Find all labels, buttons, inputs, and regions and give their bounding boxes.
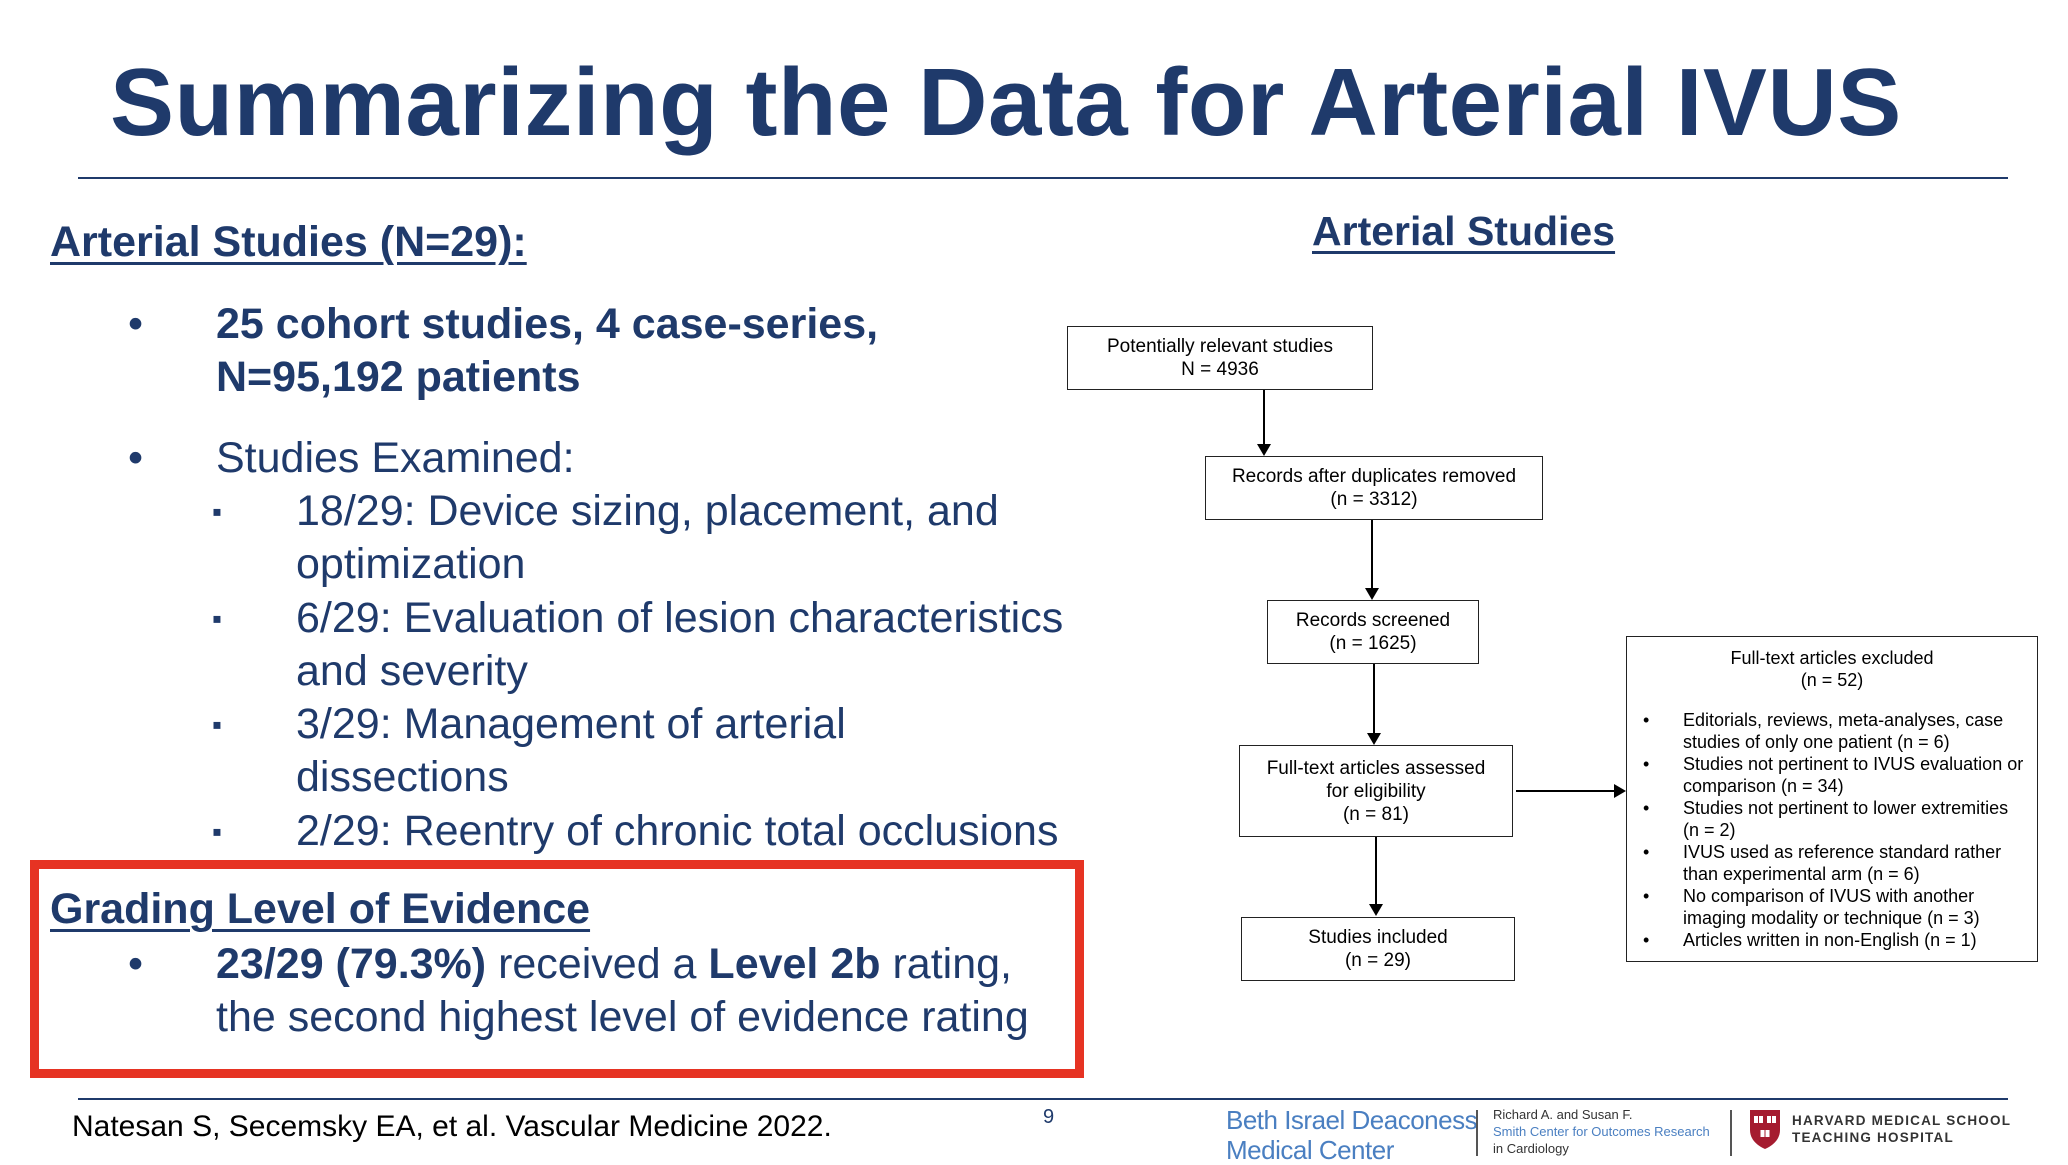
excluded-heading: Full-text articles excluded (n = 52) bbox=[1627, 647, 2037, 691]
flow-box-potentially-relevant: Potentially relevant studies N = 4936 bbox=[1067, 326, 1373, 390]
arrow-down-icon bbox=[1365, 588, 1379, 600]
bullet-mark: • bbox=[128, 434, 144, 482]
exclusion-reason: Studies not pertinent to IVUS evaluation… bbox=[1683, 754, 2024, 796]
footer-divider bbox=[78, 1098, 2008, 1100]
flow-box-line: (n = 1625) bbox=[1329, 633, 1417, 654]
exclusion-reason: Articles written in non-English (n = 1) bbox=[1683, 930, 1977, 950]
grading-received: received a bbox=[486, 940, 709, 988]
flow-box-line: for eligibility bbox=[1326, 780, 1426, 802]
evidence-highlight-box bbox=[30, 860, 1084, 1078]
exclusion-list: • Editorials, reviews, meta-analyses, cas… bbox=[1627, 709, 2037, 951]
list-item: • Studies not pertinent to IVUS evaluatio… bbox=[1627, 753, 2037, 797]
square-bullet-icon: ▪ bbox=[212, 496, 222, 527]
flow-box-line: Potentially relevant studies bbox=[1106, 336, 1333, 357]
title-divider bbox=[78, 177, 2008, 179]
flow-arrow-line bbox=[1516, 790, 1614, 792]
flow-box-after-duplicates: Records after duplicates removed (n = 33… bbox=[1205, 456, 1543, 520]
logo-separator bbox=[1476, 1110, 1478, 1156]
flow-arrow-line bbox=[1371, 520, 1373, 588]
hms-logo-text: HARVARD MEDICAL SCHOOL TEACHING HOSPITAL bbox=[1792, 1112, 2011, 1146]
bullet-mark: • bbox=[1643, 930, 1650, 950]
grading-level: Level 2b bbox=[708, 940, 881, 988]
flow-box-line: (n = 3312) bbox=[1330, 489, 1418, 510]
flowchart-title: Arterial Studies bbox=[1312, 208, 1616, 254]
subbullet-text: 6/29: Evaluation of lesion characteristi… bbox=[296, 594, 1064, 642]
smith-logo-line: in Cardiology bbox=[1493, 1141, 1569, 1156]
list-item: • Studies not pertinent to lower extremit… bbox=[1627, 797, 2037, 841]
flow-box-full-text-assessed: Full-text articles assessed for eligibil… bbox=[1239, 745, 1513, 837]
bullet-text: Studies Examined: bbox=[216, 434, 575, 482]
exclusion-reason: Editorials, reviews, meta-analyses, case… bbox=[1683, 710, 2004, 752]
exclusion-reason: IVUS used as reference standard rather t… bbox=[1683, 842, 2002, 884]
excluded-count: (n = 52) bbox=[1800, 670, 1864, 690]
page-number: 9 bbox=[1043, 1106, 1055, 1128]
exclusion-reason: Studies not pertinent to lower extremiti… bbox=[1683, 798, 2009, 840]
slide-title: Summarizing the Data for Arterial IVUS bbox=[110, 49, 1902, 156]
hms-logo: HARVARD MEDICAL SCHOOL TEACHING HOSPITAL bbox=[1748, 1107, 2011, 1151]
smith-logo-line: Richard A. and Susan F. bbox=[1493, 1107, 1633, 1122]
subbullet-text: and severity bbox=[296, 647, 528, 695]
flow-arrow-line bbox=[1373, 664, 1375, 743]
flow-box-line: N = 4936 bbox=[1181, 359, 1259, 380]
list-item: • IVUS used as reference standard rather … bbox=[1627, 841, 2037, 885]
logo-separator bbox=[1730, 1110, 1732, 1156]
bidmc-logo: Beth Israel Deaconess Medical Center bbox=[1226, 1105, 1478, 1165]
smith-center-logo: Richard A. and Susan F. Smith Center for… bbox=[1493, 1106, 1710, 1157]
bullet-mark: • bbox=[128, 300, 144, 348]
hms-logo-line: HARVARD MEDICAL SCHOOL bbox=[1792, 1113, 2012, 1128]
smith-logo-line: Smith Center for Outcomes Research bbox=[1493, 1124, 1710, 1139]
list-item: • Articles written in non-English (n = 1) bbox=[1627, 929, 2037, 951]
citation: Natesan S, Secemsky EA, et al. Vascular … bbox=[72, 1110, 832, 1143]
flow-box-line: (n = 81) bbox=[1342, 803, 1409, 825]
bullet-text-line1: 25 cohort studies, 4 case-series, bbox=[216, 300, 879, 348]
subbullet-text: optimization bbox=[296, 540, 526, 588]
subbullet-text: 18/29: Device sizing, placement, and bbox=[296, 487, 999, 535]
exclusion-reason: No comparison of IVUS with another imagi… bbox=[1683, 886, 1980, 928]
grading-level-heading: Grading Level of Evidence bbox=[50, 885, 591, 933]
subbullet-text: dissections bbox=[296, 753, 509, 801]
arterial-studies-heading: Arterial Studies (N=29): bbox=[50, 218, 527, 266]
bidmc-logo-line: Beth Israel Deaconess bbox=[1226, 1105, 1478, 1135]
arrow-down-icon bbox=[1369, 904, 1383, 916]
hms-logo-line: TEACHING HOSPITAL bbox=[1792, 1130, 1954, 1145]
list-item: • No comparison of IVUS with another imag… bbox=[1627, 885, 2037, 929]
bullet-mark: • bbox=[1643, 754, 1650, 774]
list-item: • Editorials, reviews, meta-analyses, cas… bbox=[1627, 709, 2037, 753]
square-bullet-icon: ▪ bbox=[212, 603, 222, 634]
bidmc-logo-line: Medical Center bbox=[1226, 1135, 1394, 1165]
bullet-mark: • bbox=[128, 940, 144, 988]
flow-box-line: (n = 29) bbox=[1344, 950, 1411, 971]
grading-count: 23/29 (79.3%) bbox=[216, 940, 487, 988]
bullet-mark: • bbox=[1643, 798, 1650, 818]
grading-text-line1: 23/29 (79.3%) received a Level 2b rating… bbox=[216, 938, 1012, 991]
flow-arrow-line bbox=[1263, 390, 1265, 444]
square-bullet-icon: ▪ bbox=[212, 709, 222, 740]
subbullet-text: 2/29: Reentry of chronic total occlusion… bbox=[296, 807, 1059, 855]
grading-text-line2: the second highest level of evidence rat… bbox=[216, 993, 1029, 1041]
bullet-mark: • bbox=[1643, 710, 1650, 730]
flow-box-records-screened: Records screened (n = 1625) bbox=[1267, 600, 1479, 664]
bullet-mark: • bbox=[1643, 842, 1650, 862]
grading-rating: rating, bbox=[880, 940, 1012, 988]
arrow-down-icon bbox=[1257, 444, 1271, 456]
excluded-title: Full-text articles excluded bbox=[1730, 648, 1934, 668]
flow-box-line: Records screened bbox=[1295, 610, 1451, 631]
flow-box-line: Records after duplicates removed bbox=[1231, 466, 1517, 487]
harvard-shield-icon bbox=[1750, 1110, 1780, 1149]
bullet-mark: • bbox=[1643, 886, 1650, 906]
flow-arrow-line bbox=[1375, 837, 1377, 914]
subbullet-text: 3/29: Management of arterial bbox=[296, 700, 846, 748]
flow-box-line: Studies included bbox=[1308, 927, 1448, 948]
bullet-text-line2: N=95,192 patients bbox=[216, 353, 581, 401]
arrow-down-icon bbox=[1367, 733, 1381, 745]
square-bullet-icon: ▪ bbox=[212, 816, 222, 847]
arrow-right-icon bbox=[1614, 784, 1626, 798]
flow-box-excluded: Full-text articles excluded (n = 52) • Ed… bbox=[1626, 636, 2038, 962]
flow-box-studies-included: Studies included (n = 29) bbox=[1241, 917, 1515, 981]
flow-box-line: Full-text articles assessed bbox=[1266, 757, 1486, 779]
